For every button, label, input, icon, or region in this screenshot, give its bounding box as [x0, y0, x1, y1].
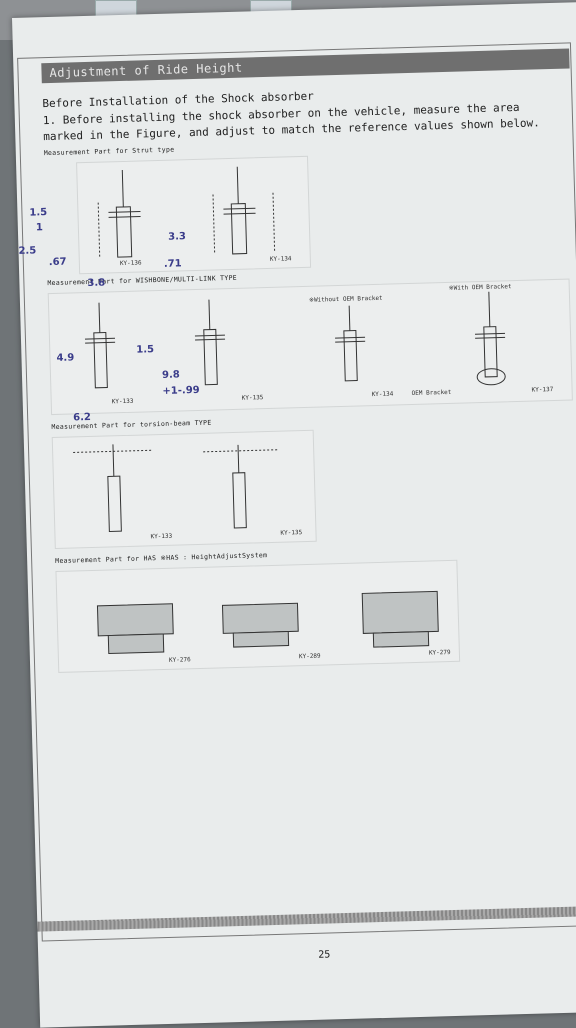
model-label: KY-134: [269, 255, 292, 263]
handwritten-note: 9.8: [161, 369, 180, 381]
manual-page: Adjustment of Ride Height Before Install…: [12, 2, 576, 1028]
handwritten-note: 3.3: [168, 231, 187, 243]
oem-bracket-label: OEM Bracket: [411, 388, 452, 397]
model-label: KY-136: [119, 259, 142, 268]
model-label: KY-135: [280, 529, 303, 537]
model-label: KY-134: [371, 390, 394, 399]
has-figure-box: KY-276 KY-289 KY-279: [55, 559, 461, 673]
handwritten-note: 4.9: [56, 352, 75, 364]
model-label: KY-276: [168, 656, 191, 664]
handwritten-note: 1: [35, 222, 43, 234]
model-label: KY-133: [150, 532, 173, 541]
handwritten-note: 1.5: [29, 207, 48, 219]
wishbone-figure-box: ※Without OEM Bracket ※With OEM Bracket K…: [47, 278, 573, 416]
strut-figure-box: KY-136 KY-134: [76, 155, 312, 275]
handwritten-note: 2.5: [18, 245, 37, 257]
handwritten-note: +1-.99: [162, 384, 200, 397]
strut-diagram: [97, 166, 276, 258]
handwritten-note: 3.8: [87, 277, 106, 289]
wishbone-diagram: [84, 291, 506, 389]
model-label: KY-279: [428, 649, 451, 657]
has-diagram: [96, 590, 439, 655]
model-label: KY-135: [241, 394, 264, 402]
handwritten-note: 6.2: [73, 411, 92, 424]
model-label: KY-137: [531, 386, 554, 394]
handwritten-note: .67: [48, 256, 67, 269]
torsion-figure-box: KY-133 KY-135: [51, 429, 317, 550]
handwritten-note: .71: [163, 258, 182, 270]
model-label: KY-289: [298, 652, 321, 661]
model-label: KY-133: [111, 397, 134, 406]
torsion-diagram: [73, 444, 279, 532]
page-number: 25: [318, 949, 331, 961]
handwritten-note: 1.5: [136, 344, 155, 356]
